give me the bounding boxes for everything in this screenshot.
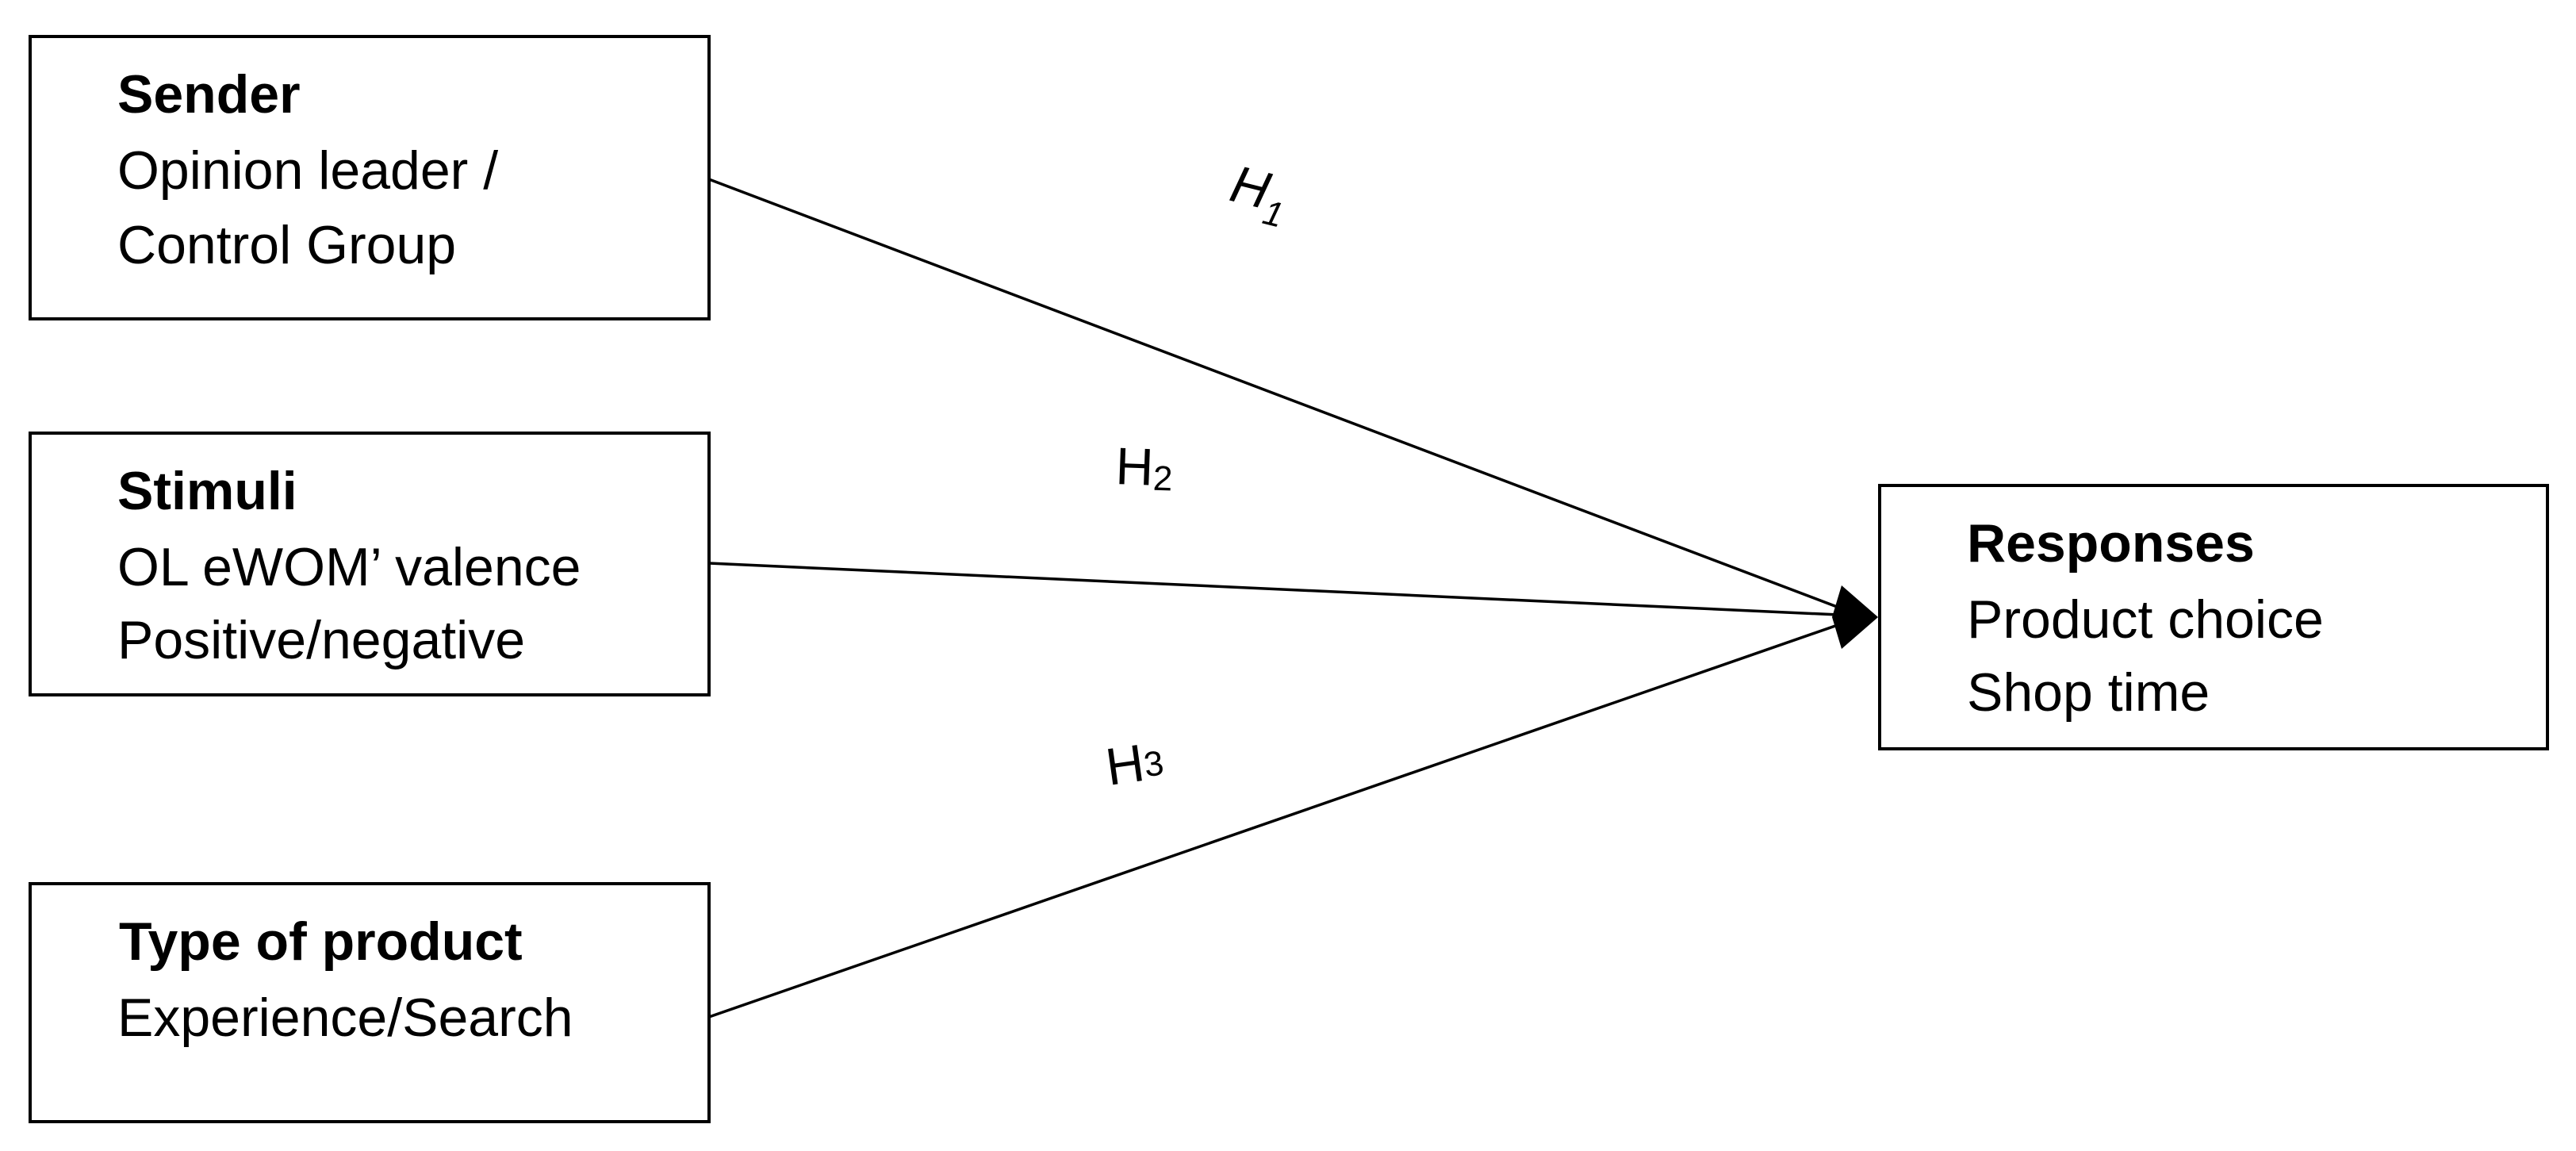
hypothesis-sub-h2: 2 (1152, 459, 1173, 499)
stimuli-to-responses-arrow (708, 562, 1857, 617)
hypothesis-letter-h3: H (1102, 733, 1148, 796)
hypothesis-label-h1: H1 (1222, 154, 1294, 236)
stimuli-line-1: OL eWOM’ valence (117, 537, 581, 597)
stimuli-box-frame (29, 432, 711, 696)
sender-line-2: Control Group (117, 215, 456, 275)
hypothesis-label-h2: H2 (1114, 436, 1174, 498)
arrowhead-icon (1832, 585, 1878, 649)
responses-line-2: Shop time (1967, 662, 2210, 723)
sender-box: Sender Opinion leader / Control Group (29, 35, 711, 320)
product-type-title: Type of product (119, 911, 523, 972)
responses-line-1: Product choice (1967, 589, 2324, 650)
responses-box-frame (1878, 484, 2549, 750)
sender-line-1: Opinion leader / (117, 140, 498, 201)
hypothesis-label-h3: H3 (1102, 731, 1167, 796)
product-type-box: Type of product Experience/Search (29, 882, 711, 1123)
sender-box-frame (29, 35, 711, 320)
sender-title: Sender (117, 64, 301, 125)
stimuli-box: Stimuli OL eWOM’ valence Positive/negati… (29, 432, 711, 696)
sender-to-responses-arrow (708, 178, 1857, 616)
product-type-to-responses-arrow (708, 617, 1857, 1019)
product-type-line-1: Experience/Search (117, 988, 573, 1048)
hypothesis-letter-h2: H (1115, 436, 1155, 497)
responses-box: Responses Product choice Shop time (1878, 484, 2549, 750)
responses-title: Responses (1967, 513, 2255, 574)
product-type-box-frame (29, 882, 711, 1123)
stimuli-title: Stimuli (117, 461, 297, 521)
stimuli-line-2: Positive/negative (117, 610, 525, 670)
